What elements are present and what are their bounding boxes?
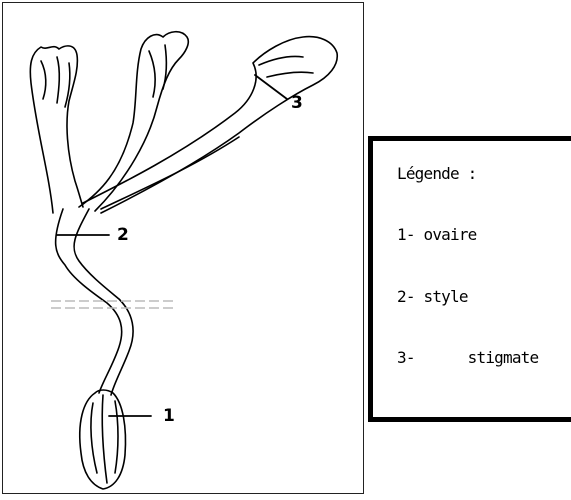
stigma-right — [83, 37, 337, 213]
stigma-number-label: 3 — [291, 95, 303, 112]
stigma-middle — [79, 32, 188, 211]
legend-title: Légende : — [397, 164, 477, 183]
cut-mark — [51, 301, 175, 308]
legend-item-style: 2- style — [397, 287, 468, 306]
legend-box: Légende : 1- ovaire 2- style 3- stigmate — [368, 136, 571, 422]
legend-item-stigmate: 3- stigmate — [397, 348, 538, 367]
leader-line-3 — [255, 75, 287, 99]
style-number-label: 2 — [117, 227, 129, 244]
pistil-drawing — [3, 3, 365, 495]
ovary-number-label: 1 — [163, 408, 175, 425]
legend-item-ovaire: 1- ovaire — [397, 225, 477, 244]
stigma-left — [30, 46, 83, 213]
pistil-figure: 3 2 1 — [2, 2, 364, 494]
